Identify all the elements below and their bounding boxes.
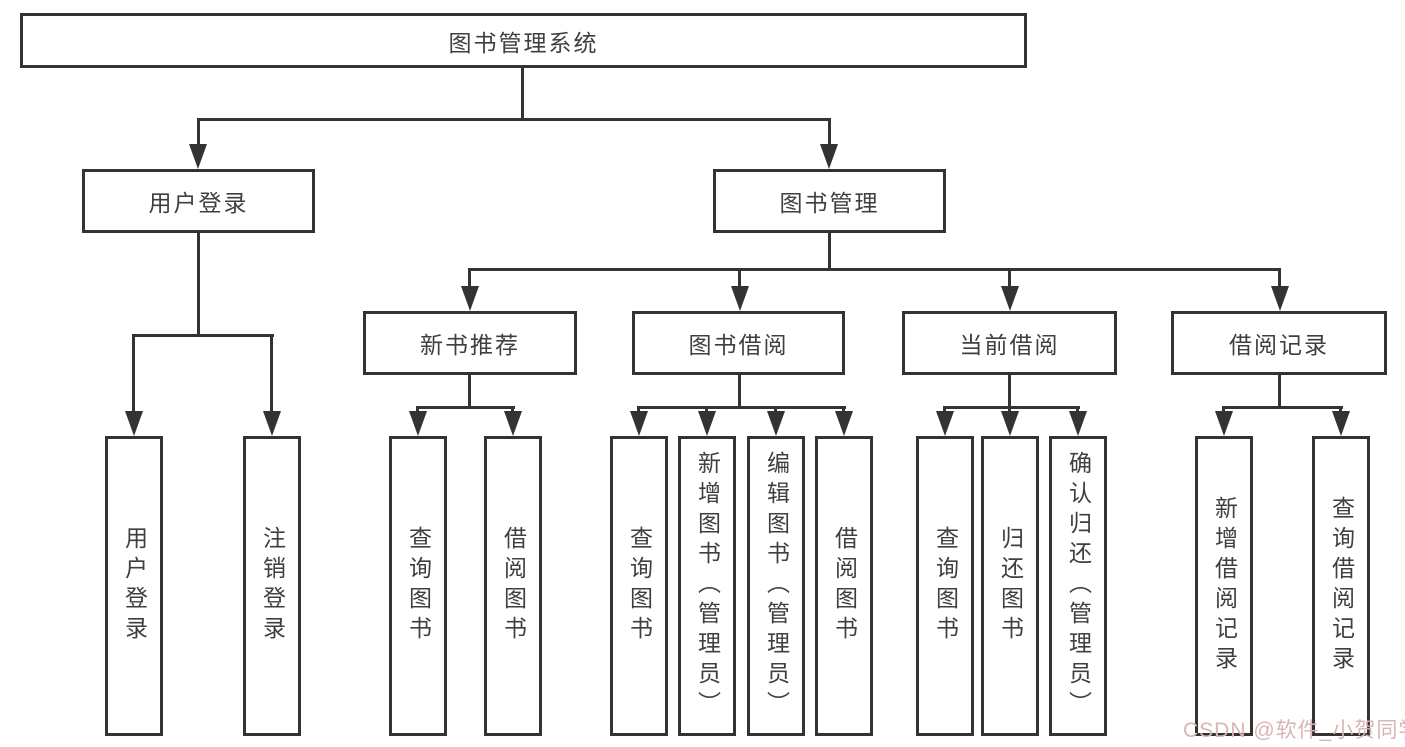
connector-shaft-user-login (197, 118, 200, 148)
leaf-edit-book-admin: 编辑图书（管理员） (747, 436, 805, 736)
connector-groupA-bar (132, 334, 274, 337)
leaf-user-login: 用户登录 (105, 436, 163, 736)
connector-level3-bar (468, 268, 1281, 271)
leaf-logout: 注销登录 (243, 436, 301, 736)
arrow-down-icon (1001, 411, 1019, 436)
leaf-add-book-admin: 新增图书（管理员） (678, 436, 736, 736)
connector-shaft-book-management (828, 118, 831, 148)
connector-shaft-l3c (1008, 268, 1011, 290)
leaf-borrow-books-2: 借阅图书 (815, 436, 873, 736)
leaf-logout-label: 注销登录 (259, 526, 286, 646)
node-current-borrow-label: 当前借阅 (959, 332, 1060, 358)
leaf-add-borrow-record: 新增借阅记录 (1195, 436, 1253, 736)
leaf-borrow-books-1-label: 借阅图书 (500, 526, 527, 646)
leaf-return-book-label: 归还图书 (997, 526, 1024, 646)
connector-root-drop (521, 68, 524, 120)
leaf-query-books-2-label: 查询图书 (626, 526, 653, 646)
connector-level2-bar (197, 118, 831, 121)
node-borrow-records: 借阅记录 (1171, 311, 1387, 375)
arrow-down-icon (630, 411, 648, 436)
connector-user-login-drop (197, 233, 200, 336)
leaf-query-borrow-record: 查询借阅记录 (1312, 436, 1370, 736)
arrow-down-icon (1271, 286, 1289, 311)
connector-groupC-bar (637, 406, 846, 409)
connector-groupD-bar (943, 406, 1080, 409)
leaf-query-borrow-record-label: 查询借阅记录 (1328, 496, 1355, 676)
connector-shaft-l3b (738, 268, 741, 290)
arrow-down-icon (263, 411, 281, 436)
leaf-add-borrow-record-label: 新增借阅记录 (1211, 496, 1238, 676)
arrow-down-icon (1001, 286, 1019, 311)
node-borrow-records-label: 借阅记录 (1229, 332, 1329, 358)
node-root: 图书管理系统 (20, 13, 1027, 68)
arrow-down-icon (698, 411, 716, 436)
arrow-down-icon (936, 411, 954, 436)
connector-book-borrow-drop (738, 375, 741, 408)
arrow-down-icon (820, 144, 838, 169)
leaf-query-books-1-label: 查询图书 (405, 526, 432, 646)
node-user-login: 用户登录 (82, 169, 315, 233)
node-user-login-label: 用户登录 (148, 190, 249, 216)
watermark: CSDN @软件_小贺同学 (1183, 719, 1405, 742)
arrow-down-icon (504, 411, 522, 436)
connector-groupB-bar (416, 406, 515, 409)
arrow-down-icon (1215, 411, 1233, 436)
leaf-query-books-1: 查询图书 (389, 436, 447, 736)
leaf-query-books-3-label: 查询图书 (932, 526, 959, 646)
arrow-down-icon (1069, 411, 1087, 436)
leaf-user-login-label: 用户登录 (121, 526, 148, 646)
arrow-down-icon (409, 411, 427, 436)
connector-groupE-bar (1222, 406, 1343, 409)
node-new-book-recommend-label: 新书推荐 (420, 332, 520, 358)
arrow-down-icon (1332, 411, 1350, 436)
connector-new-book-drop (468, 375, 471, 408)
arrow-down-icon (835, 411, 853, 436)
leaf-confirm-return-admin: 确认归还（管理员） (1049, 436, 1107, 736)
connector-shaft-a0 (132, 334, 135, 414)
arrow-down-icon (125, 411, 143, 436)
connector-shaft-l3a (468, 268, 471, 290)
connector-shaft-l3d (1278, 268, 1281, 290)
node-book-management-label: 图书管理 (779, 190, 880, 216)
node-book-borrow-label: 图书借阅 (688, 332, 789, 358)
leaf-borrow-books-1: 借阅图书 (484, 436, 542, 736)
connector-borrow-records-drop (1278, 375, 1281, 408)
leaf-confirm-return-admin-label: 确认归还（管理员） (1065, 451, 1092, 721)
arrow-down-icon (461, 286, 479, 311)
node-book-borrow: 图书借阅 (632, 311, 845, 375)
leaf-return-book: 归还图书 (981, 436, 1039, 736)
node-book-management: 图书管理 (713, 169, 946, 233)
arrow-down-icon (767, 411, 785, 436)
connector-current-borrow-drop (1008, 375, 1011, 408)
node-new-book-recommend: 新书推荐 (363, 311, 577, 375)
arrow-down-icon (731, 286, 749, 311)
node-root-label: 图书管理系统 (448, 29, 599, 56)
connector-book-management-drop (828, 233, 831, 270)
leaf-add-book-admin-label: 新增图书（管理员） (694, 451, 721, 721)
leaf-query-books-3: 查询图书 (916, 436, 974, 736)
node-current-borrow: 当前借阅 (902, 311, 1117, 375)
arrow-down-icon (189, 144, 207, 169)
leaf-borrow-books-2-label: 借阅图书 (831, 526, 858, 646)
connector-shaft-a1 (270, 334, 273, 414)
leaf-query-books-2: 查询图书 (610, 436, 668, 736)
leaf-edit-book-admin-label: 编辑图书（管理员） (763, 451, 790, 721)
